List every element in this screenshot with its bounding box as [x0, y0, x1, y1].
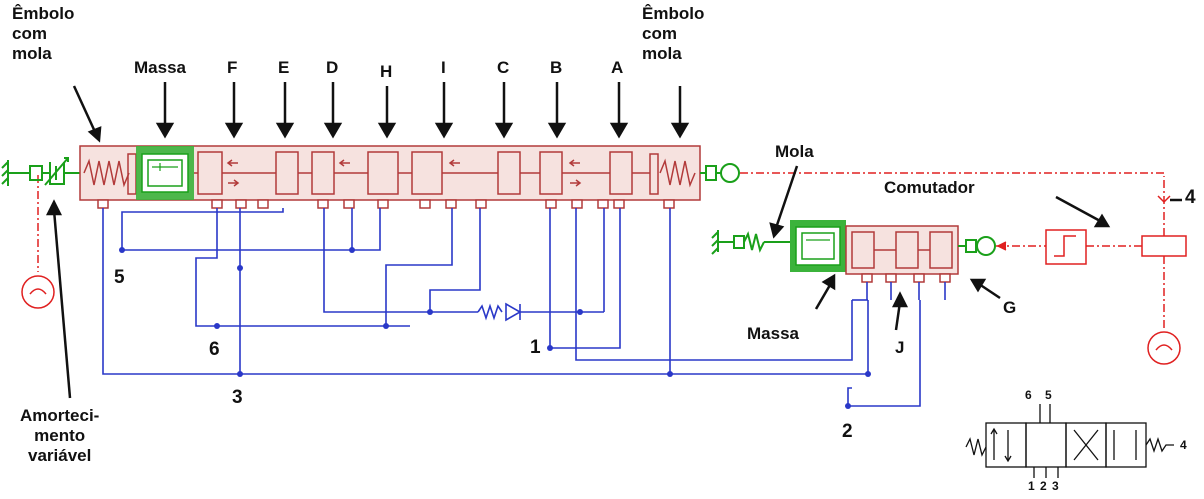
label-embolo-left: Êmbolo com mola	[12, 4, 74, 64]
main-valve-body	[80, 146, 700, 208]
symbol-port-4: 4	[1180, 438, 1187, 452]
label-port-a: A	[611, 58, 623, 78]
label-line-3: 3	[232, 388, 243, 408]
embolo-left-line2: com	[12, 24, 74, 44]
amortecimento-line1: Amorteci-	[20, 406, 99, 426]
label-line-2: 2	[842, 422, 853, 442]
symbol-port-6: 6	[1025, 388, 1032, 402]
embolo-right-line1: Êmbolo	[642, 4, 704, 24]
label-comutador: Comutador	[884, 178, 975, 198]
main-valve-right-actuator	[700, 164, 739, 182]
label-line-4: 4	[1185, 188, 1196, 208]
label-line-1: 1	[530, 338, 541, 358]
valve-symbol	[966, 404, 1174, 478]
label-port-h: H	[380, 62, 392, 82]
label-g: G	[1003, 298, 1016, 318]
label-amortecimento: Amorteci- mento variável	[20, 406, 99, 466]
amortecimento-line2: mento	[20, 426, 99, 446]
label-port-b: B	[550, 58, 562, 78]
label-line-6: 6	[209, 340, 220, 360]
label-port-d: D	[326, 58, 338, 78]
embolo-left-line1: Êmbolo	[12, 4, 74, 24]
right-valve	[712, 220, 995, 300]
symbol-port-5: 5	[1045, 388, 1052, 402]
symbol-port-3: 3	[1052, 479, 1059, 493]
symbol-port-2: 2	[1040, 479, 1047, 493]
symbol-port-1: 1	[1028, 479, 1035, 493]
label-embolo-right: Êmbolo com mola	[642, 4, 704, 64]
label-massa-right: Massa	[747, 324, 799, 344]
label-port-f: F	[227, 58, 237, 78]
label-port-e: E	[278, 58, 289, 78]
label-line-5: 5	[114, 268, 125, 288]
variable-damper	[2, 158, 80, 186]
embolo-right-line2: com	[642, 24, 704, 44]
label-massa-top: Massa	[134, 58, 186, 78]
label-port-c: C	[497, 58, 509, 78]
embolo-left-line3: mola	[12, 44, 74, 64]
label-j: J	[895, 338, 904, 358]
left-signal-chain	[22, 175, 54, 308]
amortecimento-line3: variável	[20, 446, 99, 466]
label-port-i: I	[441, 58, 446, 78]
embolo-right-line3: mola	[642, 44, 704, 64]
label-mola: Mola	[775, 142, 814, 162]
